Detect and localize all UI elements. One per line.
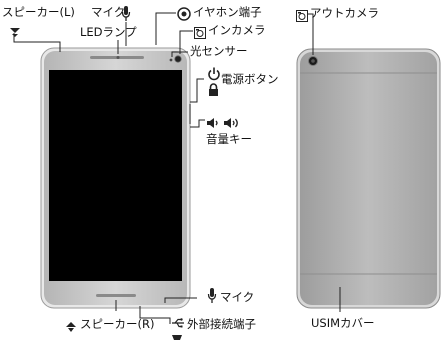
device-illustration [13,12,441,324]
label-led-lamp: LEDランプ [80,25,137,39]
side-button [189,104,191,124]
volume-up-icon [223,114,241,128]
label-power-button: 電源ボタン [221,72,279,86]
diagram: スピーカー(L) マイク イヤホン端子 LEDランプ インカメラ 光センサー 電… [2,5,441,340]
light-sensor-dot [169,58,173,62]
earphone-icon [177,6,191,21]
label-mic-bottom: マイク [220,290,255,304]
microphone-icon [121,6,131,22]
volume-down-icon [206,114,220,128]
speaker-icon [65,318,77,332]
label-speaker-l: スピーカー(L) [2,5,75,19]
back-tablet [296,48,441,309]
camera-icon [194,24,206,39]
leader-lines [13,12,341,324]
microphone-icon [207,288,217,304]
speaker-icon [9,23,21,37]
label-volume-key: 音量キー [206,132,252,146]
port-icon [171,326,183,340]
label-usim-cover: USIMカバー [311,316,375,330]
usb-icon [171,313,185,328]
led-dot [116,56,120,59]
label-external-port: 外部接続端子 [187,317,256,331]
label-mic-top: マイク [91,5,126,19]
label-in-camera: インカメラ [208,23,266,37]
front-screen [49,70,182,281]
camera-icon [296,7,308,22]
bottom-speaker-grille [96,294,136,297]
label-out-camera: アウトカメラ [310,6,379,20]
label-speaker-r: スピーカー(R) [80,317,155,331]
label-light-sensor: 光センサー [190,44,248,58]
front-tablet [40,47,191,309]
lock-icon [208,82,219,96]
front-camera-lens [174,55,182,63]
power-icon [208,66,220,81]
label-earphone-jack: イヤホン端子 [193,5,262,19]
